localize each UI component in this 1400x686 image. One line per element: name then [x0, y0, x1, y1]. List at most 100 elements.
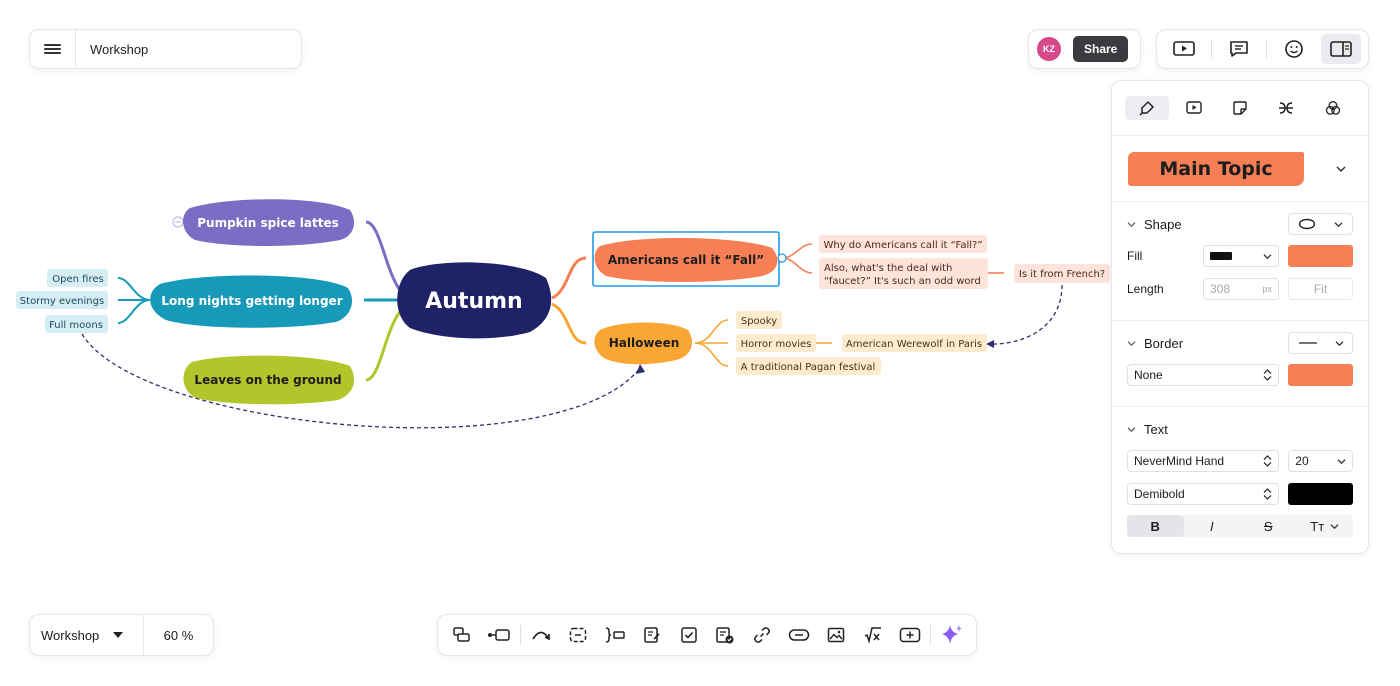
divider	[519, 625, 521, 645]
fill-style-select[interactable]	[1203, 245, 1279, 267]
emoji-button[interactable]	[1274, 34, 1314, 64]
document-title[interactable]: Workshop	[90, 41, 149, 57]
todo-button[interactable]	[707, 620, 744, 650]
subtopic-label: A traditional Pagan festival	[741, 362, 876, 373]
relationship-line-fullmoons-halloween[interactable]	[81, 333, 641, 429]
border-color-swatch[interactable]	[1288, 364, 1353, 386]
collaboration-bar: KZ Share	[1028, 29, 1141, 69]
boundary-button[interactable]	[560, 620, 597, 650]
tab-sticker[interactable]	[1218, 96, 1262, 120]
subtopic-horror-movies[interactable]: Horror movies	[736, 334, 816, 352]
topic-pumpkin-spice-lattes[interactable]: Pumpkin spice lattes	[183, 199, 355, 246]
topic-halloween[interactable]: Halloween	[594, 322, 692, 365]
zoom-level[interactable]: 60 %	[163, 627, 194, 643]
add-subtopic-button[interactable]	[444, 620, 481, 650]
font-weight-select[interactable]: Demibold	[1127, 483, 1280, 505]
panel-icon	[1329, 41, 1352, 57]
strikethrough-button[interactable]: S	[1263, 518, 1273, 534]
avatar[interactable]: KZ	[1037, 37, 1061, 61]
shape-type-select[interactable]	[1288, 213, 1353, 235]
relationship-line-french-werewolf[interactable]	[989, 284, 1063, 345]
topic-leaves-on-ground[interactable]: Leaves on the ground	[183, 355, 354, 405]
branch-line	[551, 302, 587, 345]
insert-button[interactable]	[891, 620, 928, 650]
subtopic-open-fires[interactable]: Open fires	[47, 269, 108, 287]
workspace-select[interactable]: Workshop	[30, 614, 144, 656]
branch-line	[117, 299, 151, 324]
subtopic-french[interactable]: Is it from French?	[1014, 264, 1110, 283]
share-button[interactable]: Share	[1073, 36, 1129, 62]
chevron-down-icon	[1330, 523, 1339, 529]
weight-row: Demibold	[1127, 482, 1353, 506]
border-style-select[interactable]	[1288, 332, 1353, 354]
chevron-down-icon	[1127, 221, 1136, 227]
tab-structure[interactable]	[1264, 96, 1308, 120]
image-button[interactable]	[818, 620, 855, 650]
add-topic-button[interactable]	[481, 620, 518, 650]
panel-toggle-button[interactable]	[1320, 34, 1361, 64]
subtopic-icon	[453, 627, 471, 642]
tab-theme[interactable]	[1311, 96, 1355, 120]
tab-media[interactable]	[1172, 96, 1216, 120]
note-button[interactable]	[633, 620, 670, 650]
emoji-icon	[1284, 40, 1303, 58]
border-width-select[interactable]: None	[1127, 364, 1280, 386]
font-size-select[interactable]: 20	[1288, 450, 1353, 472]
mindmap-canvas[interactable]: Autumn Pumpkin spice lattes Long nights …	[0, 0, 1110, 600]
subtopic-bg	[842, 334, 987, 352]
subtopic-label-line-2: “faucet?” It's such an odd word	[824, 276, 981, 287]
subtopic-werewolf[interactable]: American Werewolf in Paris	[842, 334, 987, 352]
subtopic-full-moons[interactable]: Full moons	[45, 315, 108, 333]
line-style-icon	[1298, 342, 1317, 344]
selection-handle[interactable]	[777, 253, 787, 263]
fit-button[interactable]: Fit	[1288, 278, 1353, 300]
bold-button[interactable]: B	[1127, 515, 1184, 537]
subtopic-spooky[interactable]: Spooky	[736, 311, 782, 329]
text-case-button[interactable]: Tт	[1297, 515, 1354, 537]
shape-section-header[interactable]: Shape	[1127, 212, 1353, 236]
task-button[interactable]	[670, 620, 707, 650]
tab-style[interactable]	[1125, 96, 1170, 120]
summary-button[interactable]	[596, 620, 633, 650]
chevron-down-icon	[1335, 340, 1343, 346]
italic-button[interactable]: I	[1209, 518, 1214, 534]
subtopic-label: Spooky	[741, 316, 777, 327]
ai-assist-button[interactable]	[933, 620, 970, 650]
topic-long-nights[interactable]: Long nights getting longer	[150, 275, 352, 328]
style-icon	[1139, 101, 1154, 116]
relationship-button[interactable]	[523, 620, 560, 650]
todo-icon	[716, 627, 734, 644]
relationship-arrowhead	[986, 340, 994, 348]
font-family-select[interactable]: NeverMind Hand	[1127, 450, 1280, 472]
subtopic-stormy-evenings[interactable]: Stormy evenings	[16, 291, 108, 309]
subtopic-pagan-festival[interactable]: A traditional Pagan festival	[736, 357, 881, 375]
relationship-arrowhead	[636, 364, 645, 374]
central-topic[interactable]: Autumn	[397, 262, 552, 339]
media-icon	[1185, 101, 1202, 114]
chevron-down-icon	[1263, 253, 1272, 259]
text-color-swatch[interactable]	[1288, 483, 1353, 505]
present-button[interactable]	[1164, 34, 1204, 64]
branch-line	[694, 342, 729, 367]
branch-line	[117, 277, 151, 301]
link-button[interactable]	[744, 620, 781, 650]
summary-icon	[605, 627, 625, 643]
chevron-down-icon[interactable]	[1336, 165, 1346, 173]
subtopic-label: Horror movies	[741, 339, 812, 350]
equation-button[interactable]	[854, 620, 891, 650]
topic-style-preview[interactable]: Main Topic	[1128, 151, 1304, 186]
length-input[interactable]: 308 px	[1203, 278, 1279, 300]
text-section-header[interactable]: Text	[1127, 417, 1353, 441]
subtopic-faucet[interactable]: Also, what's the deal with “faucet?” It'…	[819, 258, 988, 289]
fill-row: Fill	[1127, 244, 1353, 268]
topic-americans-call-it-fall[interactable]: Americans call it “Fall”	[594, 237, 778, 282]
font-row: NeverMind Hand 20	[1127, 449, 1353, 473]
border-section-header[interactable]: Border	[1127, 331, 1353, 355]
length-value: 308	[1210, 282, 1231, 296]
comments-button[interactable]	[1219, 34, 1259, 64]
subtopic-why-fall[interactable]: Why do Americans call it “Fall?”	[819, 235, 987, 253]
topic-link-button[interactable]	[781, 620, 818, 650]
menu-button[interactable]	[30, 29, 76, 69]
topic-icon	[488, 629, 511, 641]
fill-color-swatch[interactable]	[1288, 245, 1353, 267]
